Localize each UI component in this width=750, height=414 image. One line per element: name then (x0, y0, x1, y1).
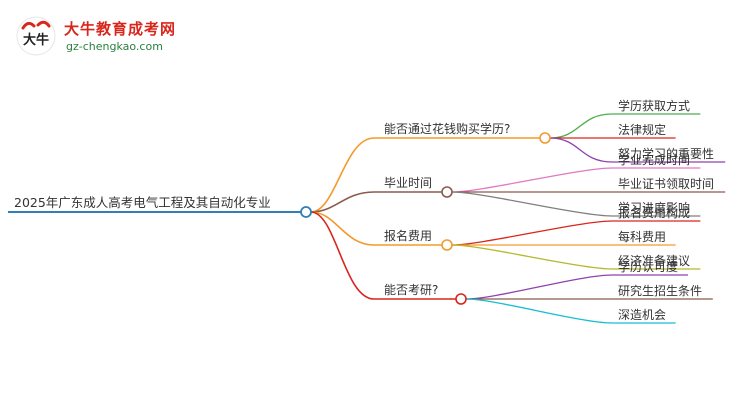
subtopic: 学历获取方式 (618, 99, 691, 113)
child-connector (549, 137, 726, 163)
root-topic: 2025年广东成人高考电气工程及其自动化专业 (14, 195, 271, 210)
branch-connector (310, 211, 456, 300)
subtopic: 每科费用 (618, 230, 667, 244)
bull-logo-icon: 大牛 (16, 16, 56, 56)
root-node (300, 206, 312, 218)
branch-node (455, 293, 467, 305)
child-connector (465, 274, 688, 300)
child-connector (451, 191, 701, 217)
subtopic: 深造机会 (618, 308, 667, 322)
branch-node (441, 186, 453, 198)
brand-name: 大牛教育成考网 (64, 20, 177, 38)
child-connector (451, 167, 701, 193)
subtopic: 毕业证书领取时间 (618, 177, 715, 191)
brand-url: gz-chengkao.com (66, 40, 163, 53)
branch-connector (310, 211, 442, 246)
subtopic: 法律规定 (618, 123, 667, 137)
child-connector (549, 113, 701, 139)
branch-node (539, 132, 551, 144)
child-connector (451, 244, 701, 270)
subtopic: 研究生招生条件 (618, 284, 703, 298)
subtopic: 努力学习的重要性 (618, 147, 715, 161)
branch-topic: 报名费用 (384, 229, 433, 243)
subtopic: 经济准备建议 (618, 254, 691, 268)
child-connector (465, 298, 676, 324)
branch-node (441, 239, 453, 251)
branch-topic: 能否通过花钱购买学历? (384, 122, 511, 136)
branch-connector (310, 191, 442, 213)
branch-topic: 能否考研? (384, 283, 439, 297)
child-connector (451, 220, 701, 246)
brand-logo: 大牛 大牛教育成考网 gz-chengkao.com (14, 14, 214, 58)
subtopic: 学习进度影响 (618, 201, 691, 215)
subtopic: 报名费用构成 (618, 206, 691, 220)
branch-connector (310, 137, 540, 213)
subtopic: 学历认可度 (618, 260, 679, 274)
subtopic: 学业完成时间 (618, 153, 691, 167)
logo-glyph: 大牛 (23, 32, 49, 48)
branch-topic: 毕业时间 (384, 176, 433, 190)
